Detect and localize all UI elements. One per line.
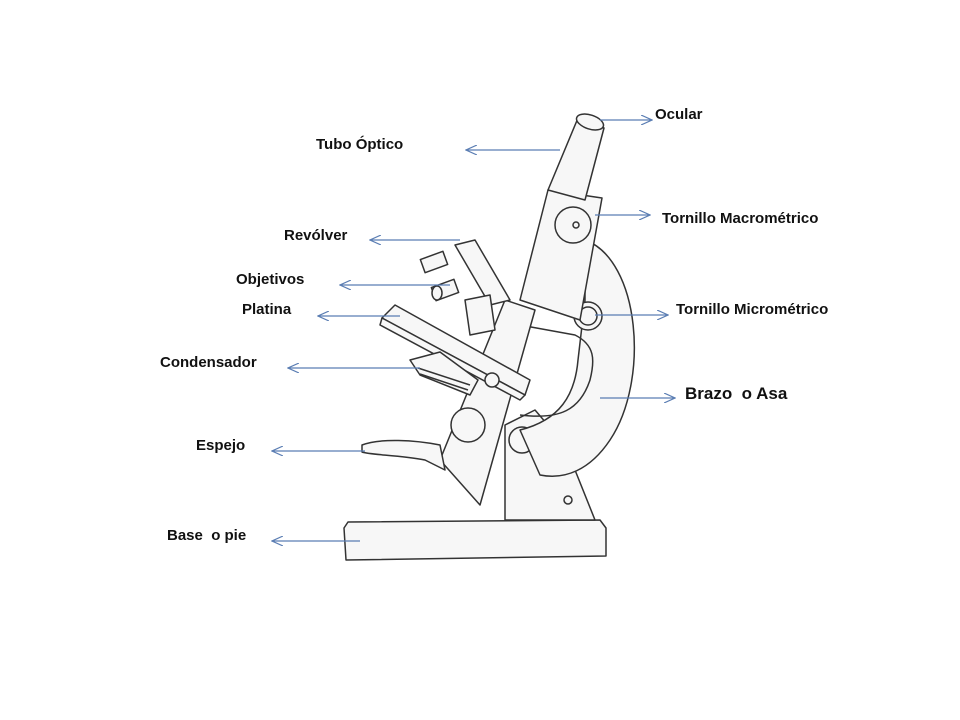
eyepiece-tube [547, 117, 605, 201]
label-objetivos: Objetivos [236, 271, 305, 288]
label-tornillo-macrometrico: Tornillo Macrométrico [662, 210, 819, 227]
condenser [409, 351, 479, 396]
label-espejo: Espejo [196, 437, 246, 454]
label-tubo-optico: Tubo Óptico [316, 136, 404, 153]
label-condensador: Condensador [160, 354, 257, 371]
arrows [272, 120, 675, 541]
mirror [361, 439, 446, 471]
base [343, 519, 607, 561]
revolver [454, 239, 511, 306]
microscope-illustration [343, 113, 635, 561]
condenser-knob [450, 407, 486, 443]
label-revolver: Revólver [284, 227, 348, 244]
label-brazo: Brazo o Asa [685, 384, 788, 403]
label-platina: Platina [242, 301, 292, 318]
arm [519, 239, 635, 477]
label-tornillo-micrometrico: Tornillo Micrométrico [676, 301, 829, 318]
label-ocular: Ocular [655, 106, 703, 123]
label-base: Base o pie [167, 527, 247, 544]
